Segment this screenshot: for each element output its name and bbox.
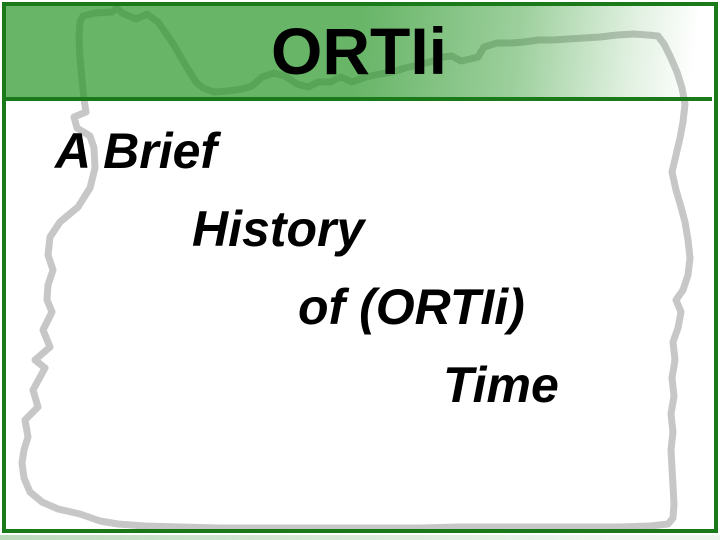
slide-bottom-edge — [0, 535, 720, 540]
body-text-line: History — [192, 201, 365, 257]
body-text-line: of (ORTIi) — [298, 279, 525, 335]
slide-title: ORTIi — [271, 14, 447, 88]
title-banner: ORTIi — [6, 6, 712, 101]
body-text: A Brief History of (ORTIi) Time — [0, 112, 720, 424]
body-text-line: A Brief — [55, 123, 218, 179]
body-text-line: Time — [443, 357, 559, 413]
